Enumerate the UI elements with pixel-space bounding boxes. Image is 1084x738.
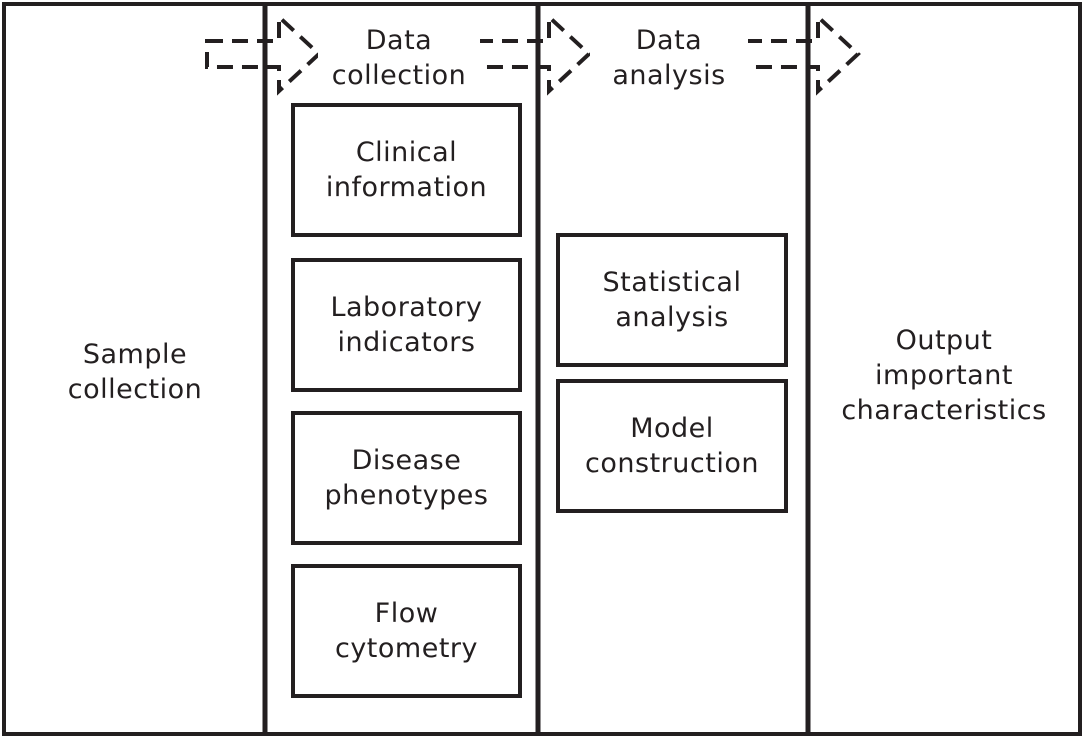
flow-cytometry-box: Flow cytometry — [291, 564, 522, 698]
statistical-analysis-label: Statistical analysis — [602, 267, 742, 333]
arrow-2-icon — [475, 12, 592, 96]
statistical-analysis-box: Statistical analysis — [556, 233, 788, 367]
data-analysis-label: Data analysis — [590, 22, 748, 94]
model-construction-label: Model construction — [585, 413, 759, 479]
sample-collection-label: Sample collection — [67, 339, 203, 405]
clinical-information-label: Clinical information — [325, 137, 488, 203]
clinical-information-box: Clinical information — [291, 103, 522, 237]
model-construction-box: Model construction — [556, 379, 788, 513]
disease-phenotypes-label: Disease phenotypes — [324, 445, 489, 511]
arrow-3-icon — [744, 12, 861, 96]
data-collection-label: Data collection — [318, 22, 480, 94]
laboratory-indicators-box: Laboratory indicators — [291, 258, 522, 392]
disease-phenotypes-box: Disease phenotypes — [291, 411, 522, 545]
arrow-1-icon — [205, 12, 322, 96]
output-characteristics-label: Output important characteristics — [841, 324, 1047, 426]
laboratory-indicators-label: Laboratory indicators — [330, 292, 483, 358]
flow-cytometry-label: Flow cytometry — [334, 598, 478, 664]
